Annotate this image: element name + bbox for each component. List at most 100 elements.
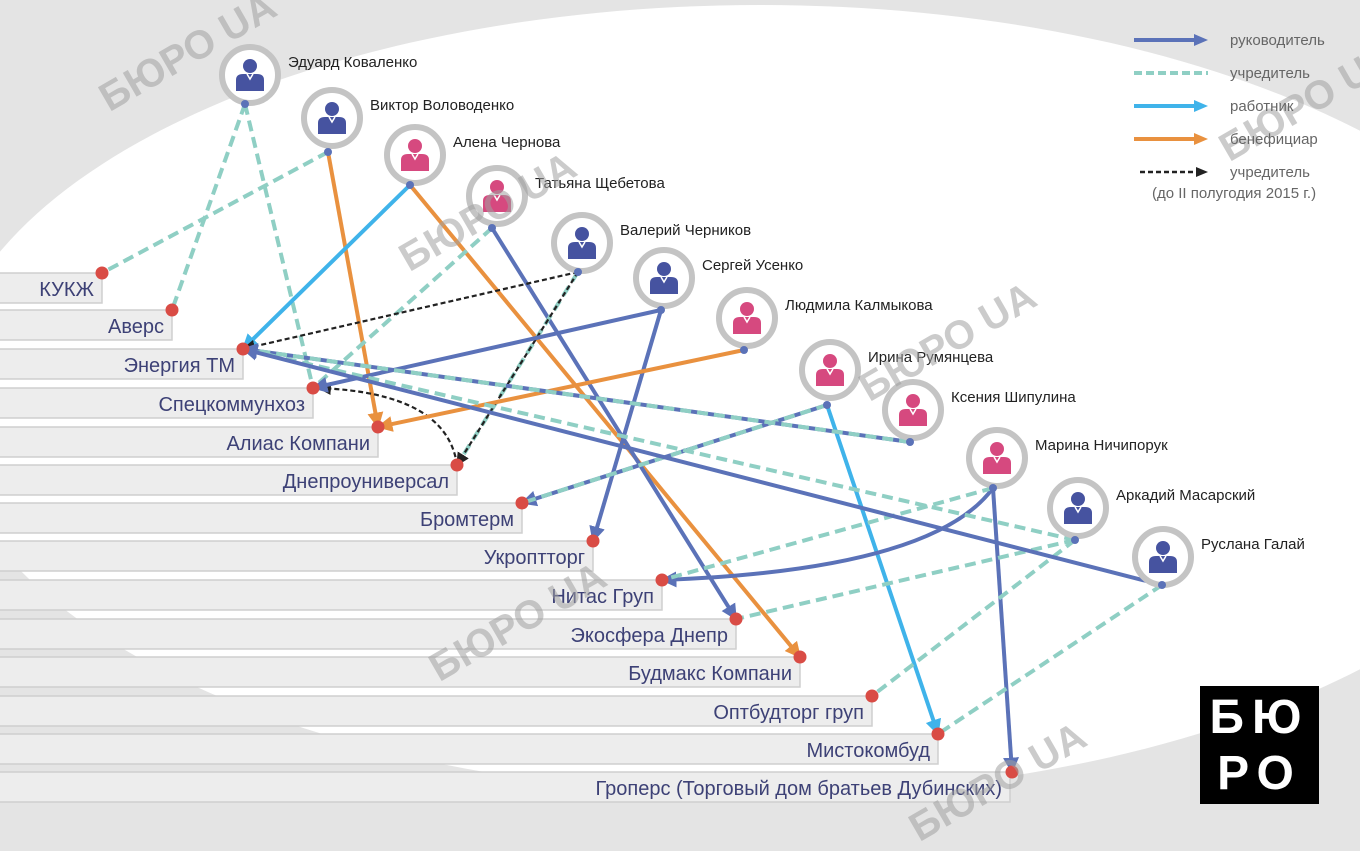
- person-icon: [816, 354, 844, 386]
- company-anchor-dot: [165, 303, 179, 317]
- company-bar: [0, 348, 244, 380]
- relation-manager: [589, 309, 663, 543]
- relation-founder: [735, 538, 1076, 621]
- company-name: Нитас Груп: [551, 586, 654, 608]
- company-bar: [0, 656, 801, 688]
- company-bar: [0, 540, 594, 572]
- legend-item-manager: руководитель: [1130, 30, 1350, 63]
- beneficiary-arrow-icon: [1134, 133, 1208, 145]
- company-name: Алиас Компани: [226, 433, 370, 455]
- person-p6: Сергей Усенко: [633, 247, 803, 314]
- company-name: Энергия ТМ: [124, 355, 235, 377]
- company-bar: [0, 502, 523, 534]
- company-c8: Укроптторг: [0, 540, 594, 572]
- person-name: Валерий Черников: [620, 222, 751, 239]
- person-p12: Руслана Галай: [1132, 526, 1305, 589]
- person-anchor-dot: [740, 346, 748, 354]
- company-bar: [0, 387, 314, 419]
- person-name: Ксения Шипулина: [951, 389, 1076, 406]
- company-c2: Аверс: [0, 309, 173, 341]
- person-icon: [318, 102, 346, 134]
- relation-founder: [311, 226, 494, 390]
- logo-line-1: БЮ: [1209, 691, 1310, 744]
- company-c11: Будмакс Компани: [0, 656, 801, 688]
- person-name: Людмила Калмыкова: [785, 297, 933, 314]
- relation-manager: [490, 226, 738, 621]
- company-anchor-dot: [586, 534, 600, 548]
- person-icon: [1064, 492, 1092, 524]
- relation-former-founder: [317, 381, 459, 466]
- legend-label: учредитель: [1230, 65, 1310, 82]
- person-icon: [733, 302, 761, 334]
- person-name: Марина Ничипорук: [1035, 437, 1168, 454]
- company-bar: [0, 464, 458, 496]
- relation-former-founder: [456, 271, 579, 467]
- company-anchor-dot: [729, 612, 743, 626]
- company-c5: Алиас Компани: [0, 426, 379, 458]
- person-p3: Алена Чернова: [384, 124, 561, 189]
- company-bar: [0, 426, 379, 458]
- legend-note: (до II полугодия 2015 г.): [1152, 185, 1317, 202]
- person-name: Сергей Усенко: [702, 257, 803, 274]
- company-name: Мистокомбуд: [806, 740, 930, 762]
- relation-founder: [101, 150, 329, 275]
- person-anchor-dot: [574, 268, 582, 276]
- company-anchor-dot: [1005, 765, 1019, 779]
- person-p5: Валерий Черников: [551, 212, 751, 276]
- person-anchor-dot: [657, 306, 665, 314]
- legend-label: работник: [1230, 98, 1294, 115]
- founder-dashed-line-icon: [1134, 71, 1208, 75]
- person-icon: [401, 139, 429, 171]
- legend-item-founder: учредитель: [1130, 63, 1350, 96]
- logo-line-2: РО: [1217, 747, 1302, 800]
- person-anchor-dot: [989, 484, 997, 492]
- company-bar: [0, 771, 1011, 803]
- person-p10: Марина Ничипорук: [966, 427, 1168, 492]
- company-anchor-dot: [371, 420, 385, 434]
- company-c9: Нитас Груп: [0, 579, 663, 611]
- person-name: Ирина Румянцева: [868, 349, 994, 366]
- company-anchor-dot: [236, 342, 250, 356]
- person-icon: [983, 442, 1011, 474]
- company-anchor-dot: [450, 458, 464, 472]
- relation-founder: [870, 538, 1077, 698]
- person-p9: Ксения Шипулина: [882, 379, 1076, 446]
- manager-arrow-icon: [1134, 34, 1208, 46]
- relation-manager: [660, 486, 995, 588]
- company-anchor-dot: [95, 266, 109, 280]
- person-anchor-dot: [1158, 581, 1166, 589]
- company-bar: [0, 733, 939, 765]
- company-anchor-dot: [306, 381, 320, 395]
- company-c13: Мистокомбуд: [0, 733, 939, 765]
- relation-founder: [936, 583, 1164, 736]
- person-icon: [236, 59, 264, 91]
- relation-founder: [242, 347, 911, 444]
- company-name: Оптбудторг груп: [713, 702, 864, 724]
- company-name: Днепроуниверсал: [283, 471, 449, 493]
- person-name: Руслана Галай: [1201, 536, 1305, 553]
- legend: руководитель учредитель работник бенефиц…: [1130, 30, 1350, 202]
- company-anchor-dot: [515, 496, 529, 510]
- company-c3: Энергия ТМ: [0, 348, 244, 380]
- worker-arrow-icon: [1134, 100, 1208, 112]
- relation-founder: [170, 103, 247, 311]
- company-bar: [0, 618, 737, 650]
- legend-item-worker: работник: [1130, 96, 1350, 129]
- company-name: Аверс: [108, 316, 164, 338]
- legend-label: учредитель: [1230, 164, 1310, 181]
- relation-manager: [311, 308, 662, 393]
- company-bar: [0, 309, 173, 341]
- company-anchor-dot: [655, 573, 669, 587]
- relation-founder: [243, 103, 315, 389]
- company-c1: КУКЖ: [0, 272, 103, 304]
- company-name: Укроптторг: [484, 547, 585, 569]
- company-anchor-dot: [865, 689, 879, 703]
- person-name: Татьяна Щебетова: [535, 175, 665, 192]
- company-c4: Спецкоммунхоз: [0, 387, 314, 419]
- person-anchor-dot: [906, 438, 914, 446]
- person-anchor-dot: [823, 401, 831, 409]
- legend-item-beneficiary: бенефициар: [1130, 129, 1350, 162]
- person-p8: Ирина Румянцева: [799, 339, 994, 409]
- person-p2: Виктор Воловоденко: [301, 87, 514, 156]
